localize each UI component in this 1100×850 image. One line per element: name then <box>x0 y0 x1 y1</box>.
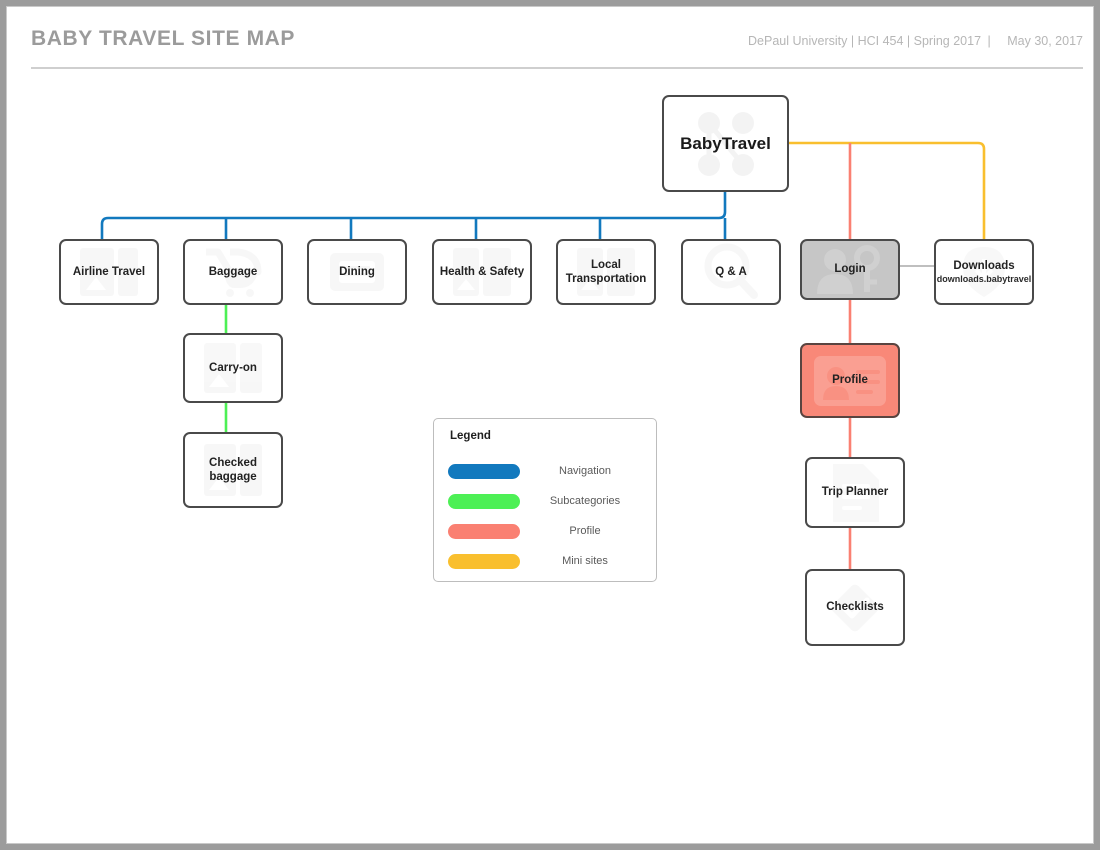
node-label: Local Transportation <box>565 258 647 285</box>
node-checked-baggage[interactable]: Checked baggage <box>183 432 283 508</box>
legend-item-mini-sites: Mini sites <box>434 551 658 571</box>
legend-label: Profile <box>569 525 601 537</box>
boarding-pass-icon <box>204 444 262 496</box>
node-baggage[interactable]: Baggage <box>183 239 283 305</box>
node-carry-on[interactable]: Carry-on <box>183 333 283 403</box>
node-sublabel: downloads.babytravel <box>936 273 1032 284</box>
document-icon <box>833 463 879 522</box>
node-checklists[interactable]: Checklists <box>805 569 905 646</box>
boarding-pass-icon <box>80 248 138 296</box>
legend-panel: Legend Navigation Subcategories Profile … <box>433 418 657 582</box>
header-institution: DePaul University | HCI 454 | Spring 201… <box>748 34 982 48</box>
id-card-icon <box>814 355 886 406</box>
legend-label: Mini sites <box>562 555 608 567</box>
checklist-diamond-icon <box>831 584 879 631</box>
node-label: Trip Planner <box>821 486 889 499</box>
page-header: BABY TRAVEL SITE MAP DePaul University |… <box>31 25 1083 69</box>
node-trip-planner[interactable]: Trip Planner <box>805 457 905 528</box>
node-health-safety[interactable]: Health & Safety <box>432 239 532 305</box>
stroller-icon <box>206 248 262 297</box>
page-title: BABY TRAVEL SITE MAP <box>31 27 296 50</box>
node-downloads[interactable]: Downloads downloads.babytravel <box>934 239 1034 305</box>
legend-swatch-navigation <box>448 463 520 479</box>
download-pin-icon <box>963 247 1005 297</box>
node-dining[interactable]: Dining <box>307 239 407 305</box>
node-label: Health & Safety <box>439 265 525 278</box>
node-label: Downloads <box>953 260 1015 273</box>
boarding-pass-icon <box>204 343 262 393</box>
node-profile[interactable]: Profile <box>800 343 900 418</box>
legend-item-navigation: Navigation <box>434 461 658 481</box>
node-label: Checked baggage <box>209 456 257 483</box>
first-aid-icon <box>453 248 511 296</box>
wire-mini-sites <box>789 141 986 239</box>
node-label: Airline Travel <box>72 265 146 278</box>
node-login[interactable]: Login <box>800 239 900 300</box>
diagram-canvas: BABY TRAVEL SITE MAP DePaul University |… <box>6 6 1094 844</box>
node-label: Profile <box>832 374 868 387</box>
wire-navigation <box>100 192 727 239</box>
node-label: BabyTravel <box>680 133 771 153</box>
legend-swatch-subcategories <box>448 493 520 509</box>
legend-item-subcategories: Subcategories <box>434 491 658 511</box>
node-label: Dining <box>339 265 375 278</box>
header-date: May 30, 2017 <box>1007 34 1083 48</box>
user-key-icon <box>817 244 880 294</box>
node-local-transportation[interactable]: Local Transportation <box>556 239 656 305</box>
header-meta: DePaul University | HCI 454 | Spring 201… <box>748 34 1083 48</box>
magnifier-icon <box>704 243 758 299</box>
legend-swatch-profile <box>448 523 520 539</box>
legend-swatch-mini-sites <box>448 553 520 569</box>
node-airline-travel[interactable]: Airline Travel <box>59 239 159 305</box>
legend-label: Subcategories <box>549 495 621 507</box>
node-qa[interactable]: Q & A <box>681 239 781 305</box>
node-label: Checklists <box>826 601 884 614</box>
legend-item-profile: Profile <box>434 521 658 541</box>
header-separator: | <box>987 34 991 48</box>
share-network-icon <box>697 111 754 176</box>
legend-title: Legend <box>450 430 491 442</box>
node-label: Baggage <box>208 265 258 278</box>
node-babytravel[interactable]: BabyTravel <box>662 95 789 192</box>
legend-label: Navigation <box>559 465 611 477</box>
node-label: Carry-on <box>209 361 257 374</box>
map-card-icon <box>577 248 635 296</box>
tray-icon <box>330 253 384 291</box>
node-label: Login <box>834 263 866 276</box>
node-label: Q & A <box>715 265 747 278</box>
